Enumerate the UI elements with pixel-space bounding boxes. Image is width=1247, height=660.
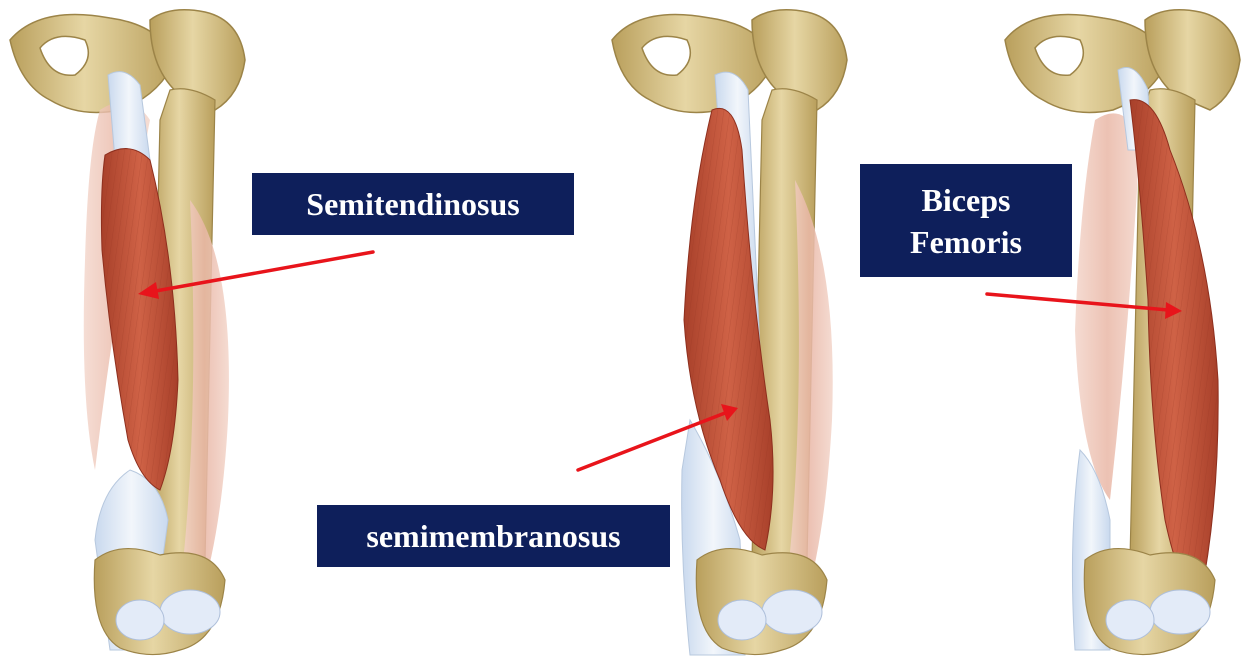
- label-semimembranosus: semimembranosus: [317, 505, 670, 567]
- meniscus: [160, 590, 220, 634]
- label-biceps-femoris-line1: Biceps: [922, 179, 1011, 221]
- label-biceps-femoris-line2: Femoris: [910, 221, 1022, 263]
- thigh-biceps-femoris: [1005, 10, 1240, 655]
- label-semimembranosus-text: semimembranosus: [366, 518, 620, 555]
- label-semitendinosus-text: Semitendinosus: [306, 186, 519, 223]
- label-semitendinosus: Semitendinosus: [252, 173, 574, 235]
- label-biceps-femoris: Biceps Femoris: [860, 164, 1072, 277]
- pelvis-bone: [612, 14, 775, 112]
- thigh-semitendinosus: [10, 10, 245, 655]
